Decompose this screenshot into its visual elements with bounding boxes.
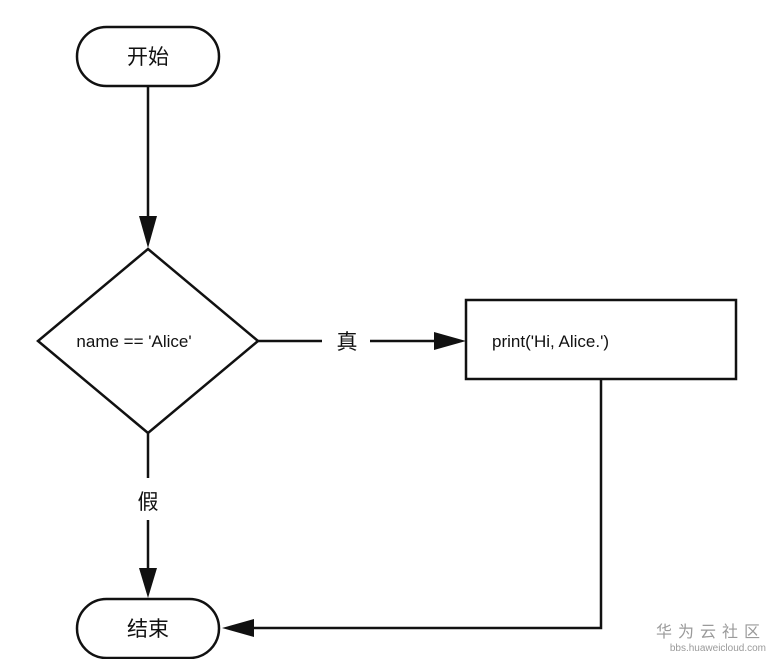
end-label: 结束 [127,617,169,641]
watermark: 华为云社区 bbs.huaweicloud.com [656,622,766,654]
edge-action-end [252,379,603,630]
start-label: 开始 [127,45,169,69]
decision-label: name == 'Alice' [76,332,191,351]
action-label: print('Hi, Alice.') [492,332,609,351]
true-label: 真 [337,330,358,354]
action-node: print('Hi, Alice.') [464,298,738,381]
false-label: 假 [138,490,159,514]
end-node: 结束 [75,597,221,659]
arrowhead-false [139,568,157,598]
watermark-name: 华为云社区 [656,622,766,641]
start-node: 开始 [75,25,221,88]
arrowhead-start-decision [139,216,157,248]
arrowhead-action-end [222,619,254,637]
arrowhead-true [434,332,466,350]
watermark-url: bbs.huaweicloud.com [670,643,766,654]
decision-node: name == 'Alice' [36,247,260,435]
